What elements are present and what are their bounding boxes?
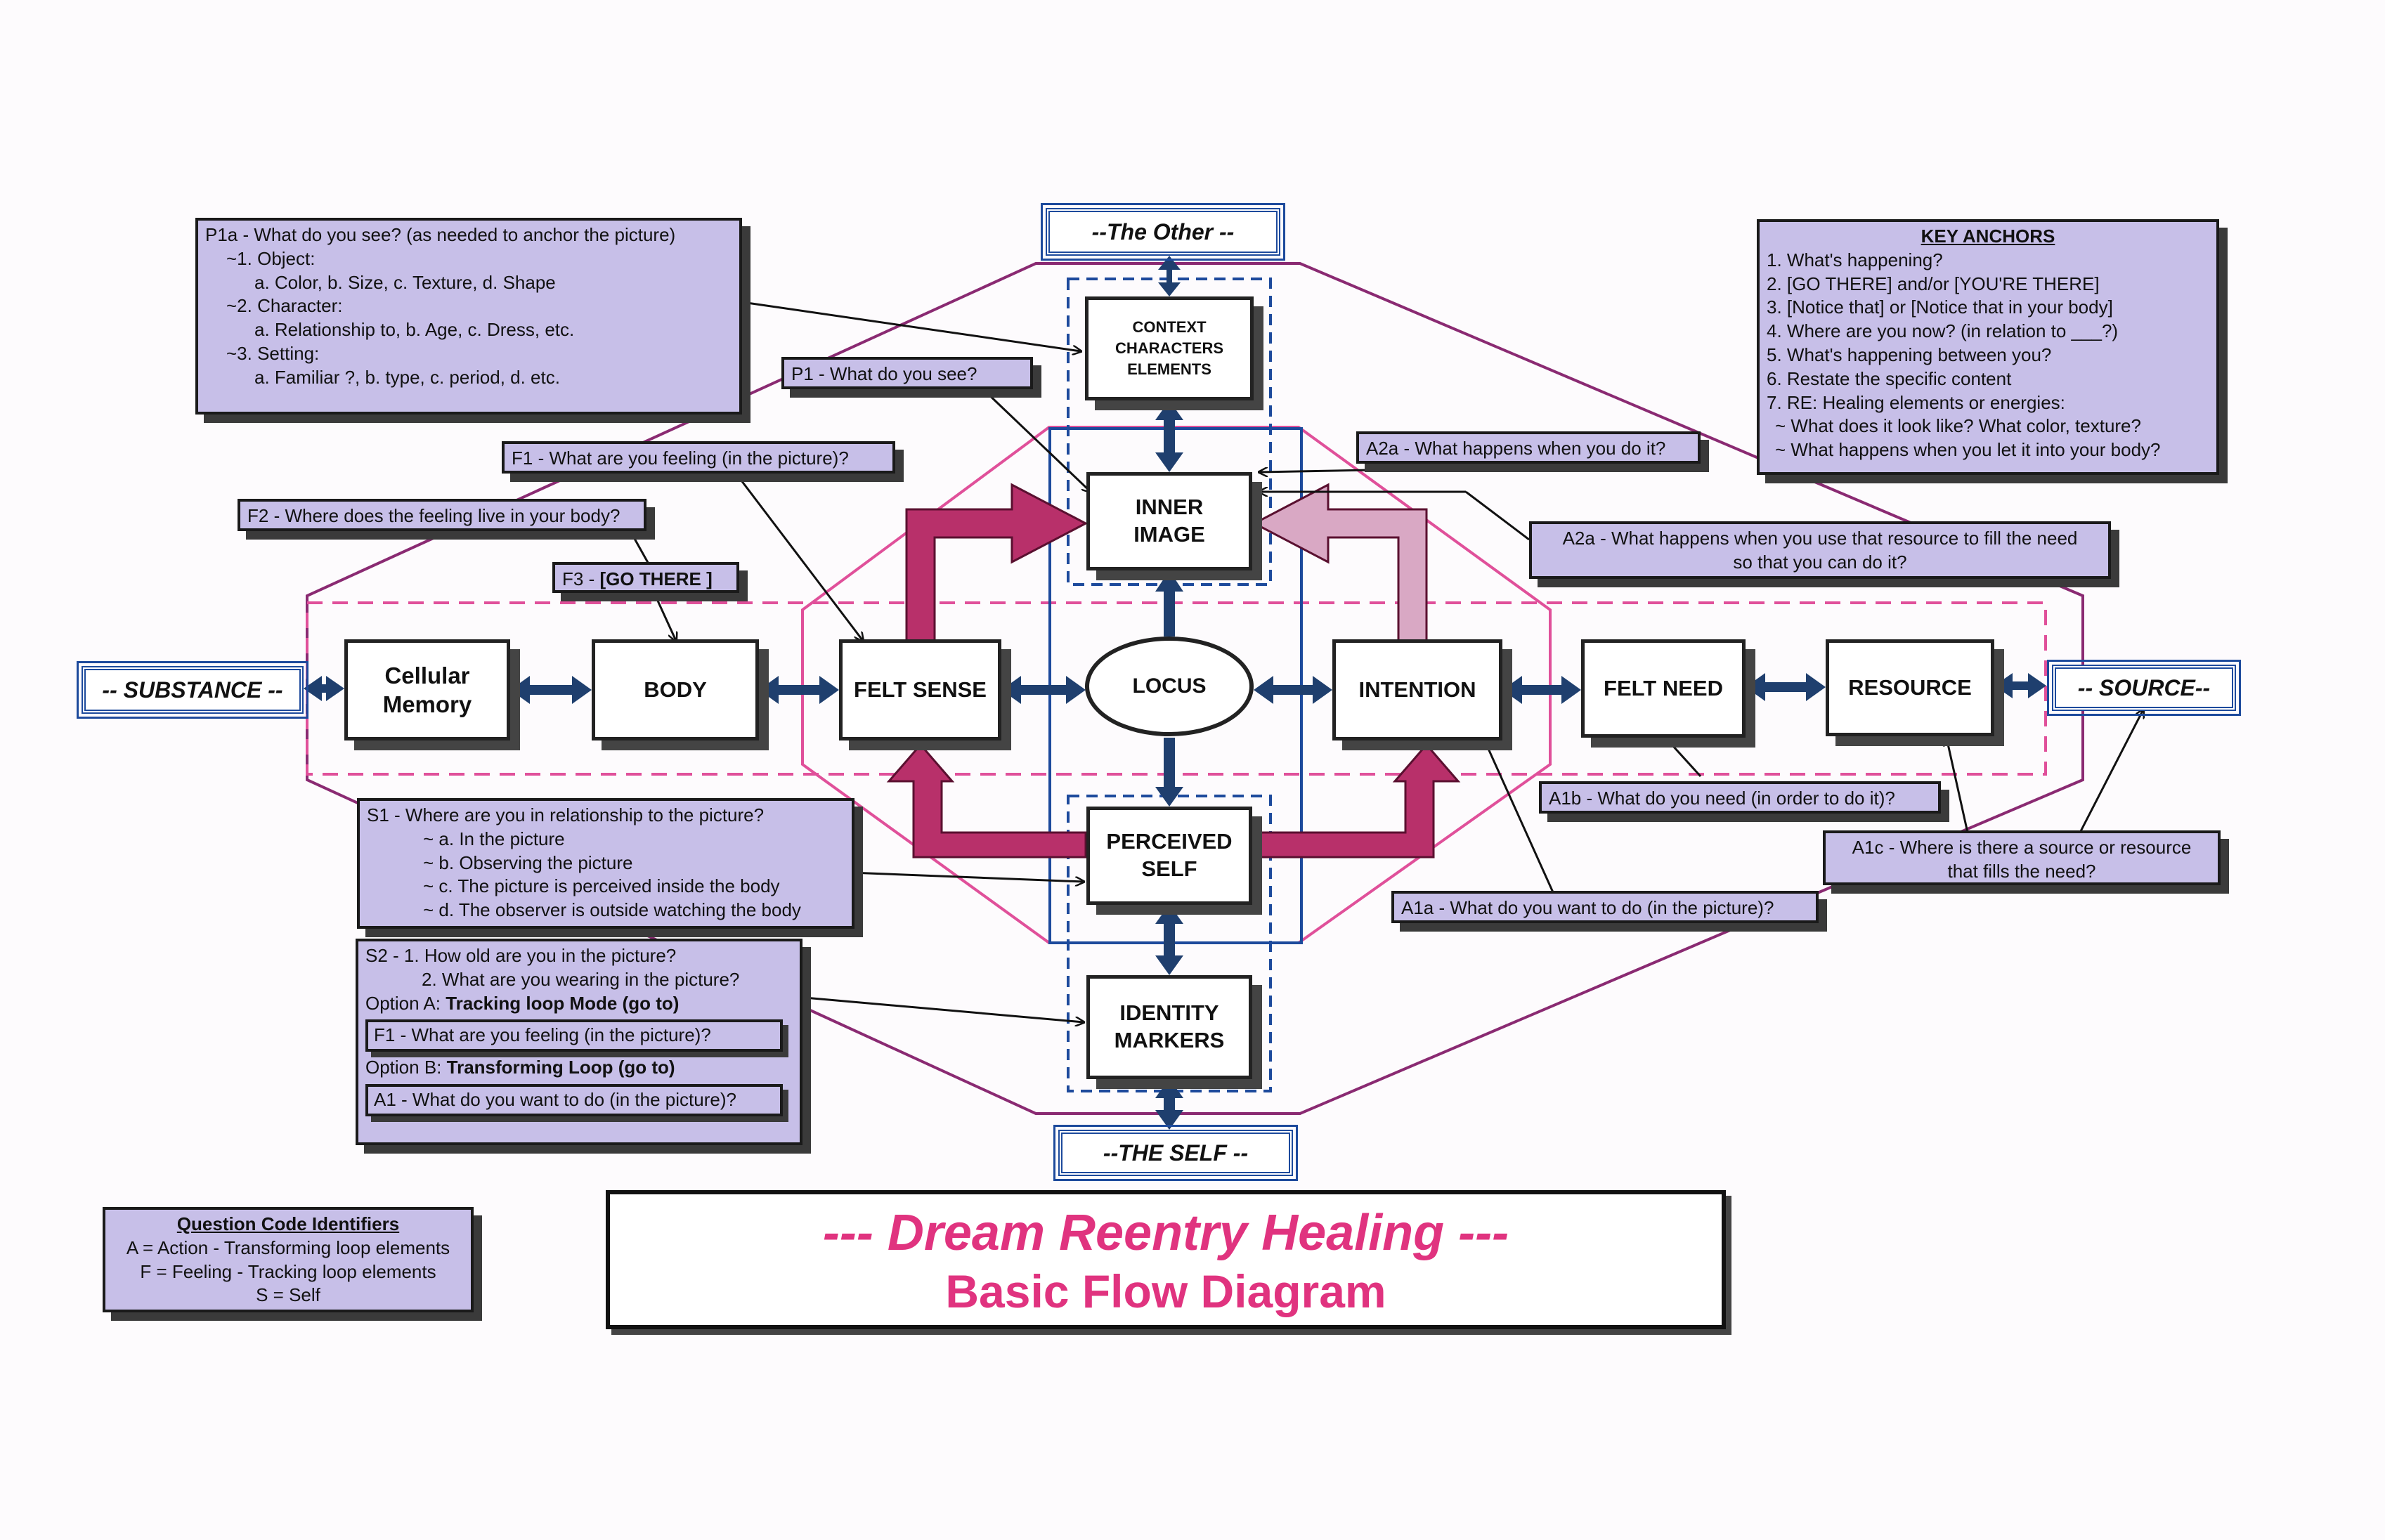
key-anchors-box: KEY ANCHORS 1. What's happening? 2. [GO … <box>1757 219 2219 475</box>
legend-item-a: A = Action - Transforming loop elements <box>126 1236 450 1258</box>
a1c-line1: A1c - Where is there a source or resourc… <box>1852 837 2192 858</box>
key-anchor-5: 5. What's happening between you? <box>1767 344 2052 365</box>
s2-line1: S2 - 1. How old are you in the picture? <box>365 945 677 966</box>
diagram-title-box: --- Dream Reentry Healing --- Basic Flow… <box>606 1190 1726 1329</box>
key-anchor-7b: ~ What happens when you let it into your… <box>1775 439 2161 461</box>
s2-question-box: S2 - 1. How old are you in the picture? … <box>356 939 802 1145</box>
felt-sense-node: FELT SENSE <box>839 639 1001 740</box>
s2-option-a-mode: Tracking loop Mode (go to) <box>446 992 680 1014</box>
a1c-question-box: A1c - Where is there a source or resourc… <box>1823 830 2221 885</box>
s2-option-b-prefix: Option B: <box>365 1057 447 1078</box>
p1-question-box: P1 - What do you see? <box>781 357 1033 389</box>
inner-image-line2: IMAGE <box>1133 522 1205 547</box>
elements-line: ELEMENTS <box>1127 360 1211 378</box>
a1c-line2: that fills the need? <box>1947 860 2096 882</box>
title-line2: Basic Flow Diagram <box>945 1265 1386 1317</box>
legend-item-s: S = Self <box>256 1284 320 1306</box>
f3-go-there: [GO THERE ] <box>599 568 713 589</box>
p1a-line1: P1a - What do you see? (as needed to anc… <box>205 224 676 245</box>
identity-markers-node: IDENTITY MARKERS <box>1086 975 1252 1079</box>
s1-question-box: S1 - Where are you in relationship to th… <box>357 798 854 929</box>
p1a-line3: a. Color, b. Size, c. Texture, d. Shape <box>254 271 556 293</box>
s2-option-a-target: F1 - What are you feeling (in the pictur… <box>365 1019 783 1052</box>
f2-question-box: F2 - Where does the feeling live in your… <box>238 499 646 531</box>
callout-lines <box>632 301 2143 1022</box>
context-characters-elements-node: CONTEXT CHARACTERS ELEMENTS <box>1085 296 1254 400</box>
key-anchor-7a: ~ What does it look like? What color, te… <box>1775 415 2141 437</box>
key-anchor-3: 3. [Notice that] or [Notice that in your… <box>1767 296 2113 318</box>
resource-node: RESOURCE <box>1826 639 1994 736</box>
key-anchor-6: 6. Restate the specific content <box>1767 367 2012 389</box>
memory-line: Memory <box>382 691 472 717</box>
s1-line4: ~ c. The picture is perceived inside the… <box>423 875 780 897</box>
p1a-line6: ~3. Setting: <box>226 342 320 364</box>
s2-option-b: Option B: Transforming Loop (go to) <box>365 1056 793 1080</box>
a2a-long-line2: so that you can do it? <box>1733 551 1907 573</box>
legend-box: Question Code Identifiers A = Action - T… <box>103 1207 474 1312</box>
legend-heading: Question Code Identifiers <box>176 1213 400 1234</box>
key-anchor-4: 4. Where are you now? (in relation to __… <box>1767 320 2119 342</box>
f3-question-box: F3 - [GO THERE ] <box>552 562 739 593</box>
perceived-self-line2: SELF <box>1141 856 1197 881</box>
a1a-question-box: A1a - What do you want to do (in the pic… <box>1391 891 1819 923</box>
inner-image-node: INNER IMAGE <box>1086 472 1252 570</box>
perceived-self-node: PERCEIVED SELF <box>1086 807 1252 905</box>
p1a-line7: a. Familiar ?, b. type, c. period, d. et… <box>254 366 560 388</box>
substance-label: -- SUBSTANCE -- <box>77 661 308 719</box>
p1a-line4: ~2. Character: <box>226 295 343 317</box>
p1a-line5: a. Relationship to, b. Age, c. Dress, et… <box>254 319 575 341</box>
inner-image-line1: INNER <box>1135 495 1204 520</box>
a2a-long-question-box: A2a - What happens when you use that res… <box>1529 521 2111 579</box>
outer-diamond <box>306 262 2084 1115</box>
s2-line2: 2. What are you wearing in the picture? <box>422 968 740 990</box>
key-anchor-7: 7. RE: Healing elements or energies: <box>1767 391 2065 413</box>
the-self-label: --THE SELF -- <box>1053 1125 1298 1181</box>
title-line1: --- Dream Reentry Healing --- <box>822 1205 1509 1261</box>
key-anchor-1: 1. What's happening? <box>1767 249 1943 270</box>
intention-node: INTENTION <box>1332 639 1502 740</box>
perceived-self-line1: PERCEIVED <box>1106 829 1233 854</box>
s1-line3: ~ b. Observing the picture <box>423 851 633 873</box>
key-anchor-2: 2. [GO THERE] and/or [YOU'RE THERE] <box>1767 273 2100 294</box>
locus-node: LOCUS <box>1085 637 1254 736</box>
s1-line2: ~ a. In the picture <box>423 828 565 849</box>
the-other-label: --The Other -- <box>1041 203 1285 261</box>
s2-option-a: Option A: Tracking loop Mode (go to) <box>365 992 793 1016</box>
navy-connectors <box>304 256 2046 1130</box>
s2-option-b-mode: Transforming Loop (go to) <box>446 1057 675 1078</box>
cellular-line: Cellular <box>384 662 470 689</box>
s1-line5: ~ d. The observer is outside watching th… <box>423 899 801 921</box>
f3-prefix: F3 - <box>562 568 600 589</box>
s2-option-b-target: A1 - What do you want to do (in the pict… <box>365 1083 783 1116</box>
s1-line1: S1 - Where are you in relationship to th… <box>367 804 765 826</box>
source-label: -- SOURCE-- <box>2047 660 2241 716</box>
legend-item-f: F = Feeling - Tracking loop elements <box>140 1260 436 1282</box>
p1a-question-box: P1a - What do you see? (as needed to anc… <box>195 218 742 415</box>
identity-markers-line2: MARKERS <box>1114 1028 1225 1052</box>
body-node: BODY <box>592 639 759 740</box>
p1a-line2: ~1. Object: <box>226 247 316 269</box>
s2-option-a-prefix: Option A: <box>365 992 446 1014</box>
magenta-loop-arrows <box>886 483 1461 859</box>
key-anchors-heading: KEY ANCHORS <box>1921 226 2055 247</box>
a2a-short-question-box: A2a - What happens when you do it? <box>1356 431 1701 464</box>
cellular-memory-node: Cellular Memory <box>344 639 510 740</box>
characters-line: CHARACTERS <box>1115 339 1223 358</box>
context-line: CONTEXT <box>1132 318 1207 337</box>
felt-need-node: FELT NEED <box>1581 639 1746 738</box>
a2a-long-line1: A2a - What happens when you use that res… <box>1562 528 2078 549</box>
identity-markers-line1: IDENTITY <box>1119 1000 1219 1026</box>
a1b-question-box: A1b - What do you need (in order to do i… <box>1539 781 1941 814</box>
f1-question-box: F1 - What are you feeling (in the pictur… <box>502 441 895 474</box>
